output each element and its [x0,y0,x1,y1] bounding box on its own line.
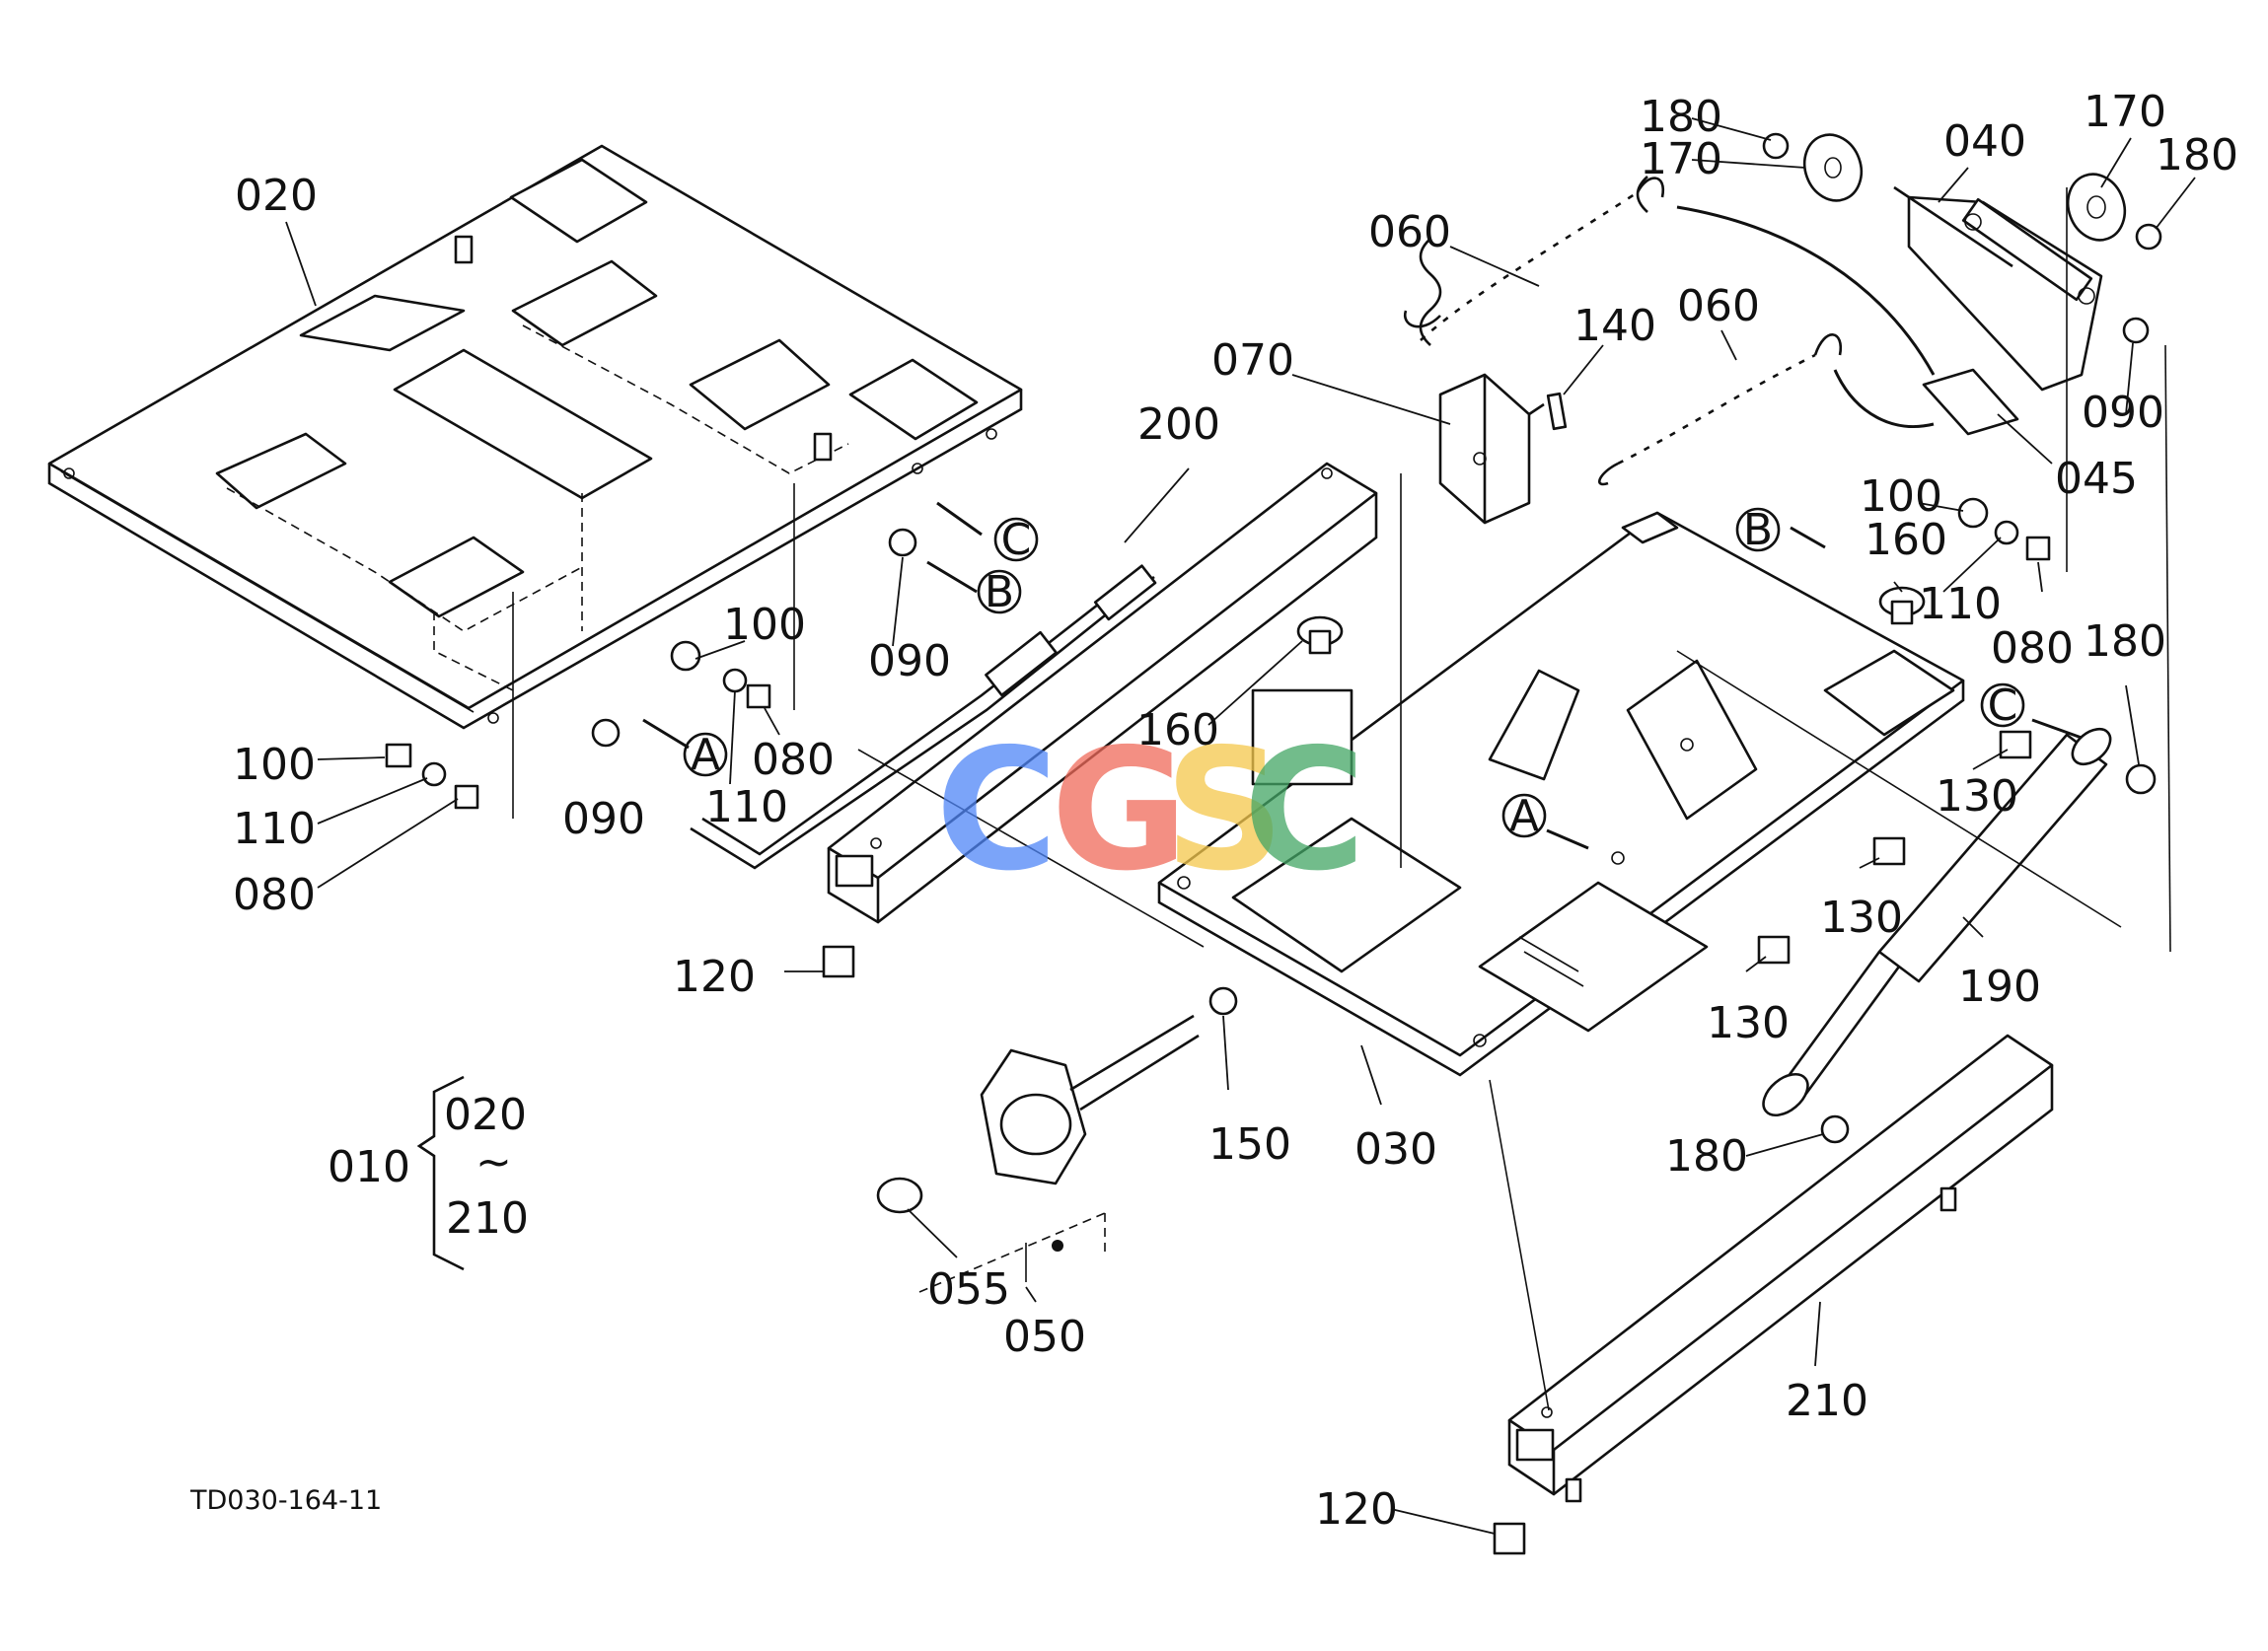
rail-210 [1507,1034,2054,1503]
callout-050: 050 [1003,1312,1086,1362]
knob-assembly-050 [876,1014,1200,1293]
spring-routing-arrow-1 [1676,205,1936,376]
callout-100-mid: 100 [723,600,806,650]
shock-absorber-190 [1762,727,2112,1117]
callout-140: 140 [1573,301,1656,351]
watermark-letter-1: C [935,713,1059,908]
callout-040: 040 [1943,116,2026,167]
bracket-040 [1893,185,2103,392]
callout-100-right: 100 [1860,471,1942,522]
svg-text:C: C [1001,515,1032,565]
callout-160-right: 160 [1865,515,1947,565]
watermark-letter-4: C [1243,713,1366,908]
callout-110-mid: 110 [705,782,788,832]
spring-060-upper [1403,176,1665,346]
ref-a-right: A [1501,791,1547,841]
rail-200 [690,462,1378,924]
callout-180-right: 180 [2084,616,2166,667]
callout-180-bot: 180 [1665,1131,1748,1182]
construction-lines [512,187,2171,1411]
callout-080-mid: 080 [752,735,835,785]
drawing-code: TD030-164-11 [189,1485,382,1516]
callout-130-b: 130 [1820,893,1903,943]
callout-210: 210 [1786,1376,1868,1426]
set-note-to: 210 [446,1193,529,1244]
callout-170-top1: 170 [1640,134,1722,184]
ref-c-right: C [1980,681,2025,731]
callout-120-left: 120 [673,952,756,1002]
svg-text:B: B [985,567,1014,617]
set-note-range: ~ [476,1137,512,1187]
ref-b-top: B [977,567,1022,617]
leader-lines [285,117,2196,1535]
roller-170-right [2066,173,2127,242]
callout-080-right: 080 [1991,623,2074,674]
roller-170-left [1802,133,1864,202]
spring-060-lower [1597,333,1843,486]
set-note-from: 020 [444,1090,527,1140]
callout-labels: 020 100 110 080 100 110 080 090 090 200 … [189,87,2238,1535]
callout-090-mid: 090 [868,636,951,686]
callout-120-bot: 120 [1315,1484,1398,1535]
callout-200: 200 [1137,399,1220,450]
callout-110-left: 110 [233,804,316,854]
reference-markers: C B A B A C [683,505,2025,841]
ref-a-left: A [683,730,728,780]
reference-arrows [642,501,2083,850]
callout-130-a: 130 [1936,771,2018,822]
watermark-letter-3: S [1164,713,1284,908]
callout-020-top: 020 [235,171,318,221]
callout-180-top2: 180 [2156,130,2238,180]
callout-160-left: 160 [1136,705,1219,755]
callout-090-right: 090 [2082,388,2164,438]
watermark-letter-2: G [1051,713,1189,908]
small-fasteners [385,132,2162,1555]
watermark: C G S C [935,713,1366,908]
callout-045: 045 [2055,454,2138,504]
base-frame-030 [1157,511,1965,1077]
bracket-070 [1438,373,1545,525]
callout-090-low: 090 [562,794,645,844]
callout-060-a: 060 [1368,207,1451,257]
spring-routing-arrow-2 [1833,369,1935,429]
callout-130-c: 130 [1707,998,1790,1048]
callout-190: 190 [1958,962,2041,1012]
callout-170-top2: 170 [2084,87,2166,137]
callout-100-left: 100 [233,740,316,790]
set-note-parent: 010 [328,1142,410,1192]
callout-080-left: 080 [233,870,316,920]
svg-text:B: B [1743,505,1773,555]
pin-140 [1546,392,1568,431]
ref-c-top: C [993,515,1039,565]
callout-060-b: 060 [1677,281,1760,331]
callout-150: 150 [1208,1119,1291,1170]
svg-text:A: A [1509,791,1539,841]
callout-055: 055 [927,1264,1010,1315]
callout-110-right: 110 [1919,579,2002,629]
pad-045 [1922,368,2019,436]
ref-b-right: B [1735,505,1781,555]
seat-plate-020 [47,144,1023,730]
callout-030: 030 [1354,1124,1437,1175]
svg-text:A: A [691,730,720,780]
callout-180-top1: 180 [1640,92,1722,142]
cap-055 [876,1177,923,1214]
set-bracket [416,1075,465,1271]
svg-text:C: C [1988,681,2018,731]
callout-070: 070 [1211,335,1294,386]
